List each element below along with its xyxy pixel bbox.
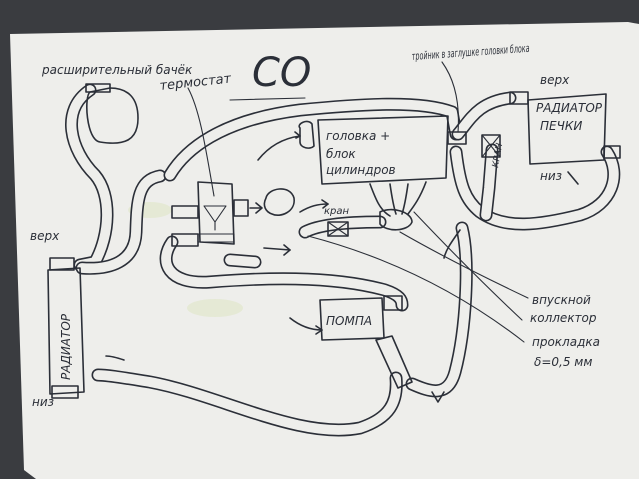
- label-radiator-bottom: низ: [32, 395, 54, 409]
- label-head-1: головка +: [326, 129, 390, 143]
- leader-lines: [105, 61, 579, 403]
- thermostat: [171, 181, 249, 247]
- label-intake-tap: кран: [324, 206, 350, 217]
- glue-mark: [187, 299, 243, 317]
- label-gasket-2: δ=0,5 мм: [534, 355, 592, 369]
- label-heater-bottom: низ: [540, 169, 562, 183]
- intake-tap-valve: [327, 221, 349, 237]
- expansion-tank: [85, 83, 139, 144]
- labels: СО расширительный бачёк термостат тройни…: [30, 42, 603, 409]
- label-intake-1: впускной: [532, 293, 591, 307]
- hoses: [65, 83, 621, 437]
- label-head-3: цилиндров: [326, 163, 396, 177]
- pump: [319, 295, 413, 389]
- sensor-blob: [263, 188, 295, 216]
- label-heater-top: верх: [540, 73, 570, 87]
- label-head-2: блок: [326, 147, 356, 161]
- label-heater-radiator-2: ПЕЧКИ: [540, 119, 582, 133]
- tee-fitting: [447, 131, 467, 145]
- label-heater-radiator-1: РАДИАТОР: [536, 101, 603, 115]
- label-radiator-top: верх: [30, 229, 60, 243]
- radiator: [47, 257, 85, 399]
- heater-tap-valve: [481, 134, 501, 158]
- engine-head: [298, 115, 449, 231]
- label-gasket-1: прокладка: [532, 335, 600, 349]
- label-expansion-tank-1: расширительный бачёк: [41, 63, 193, 77]
- heater-radiator: [509, 91, 621, 165]
- label-pump: ПОМПА: [326, 314, 372, 328]
- diagram-title: СО: [252, 50, 311, 96]
- label-intake-2: коллектор: [530, 311, 597, 325]
- label-radiator: РАДИАТОР: [59, 313, 73, 380]
- arrow-thermostat-to-sensor: [249, 202, 263, 214]
- label-heater-tap: КРАН: [491, 142, 505, 168]
